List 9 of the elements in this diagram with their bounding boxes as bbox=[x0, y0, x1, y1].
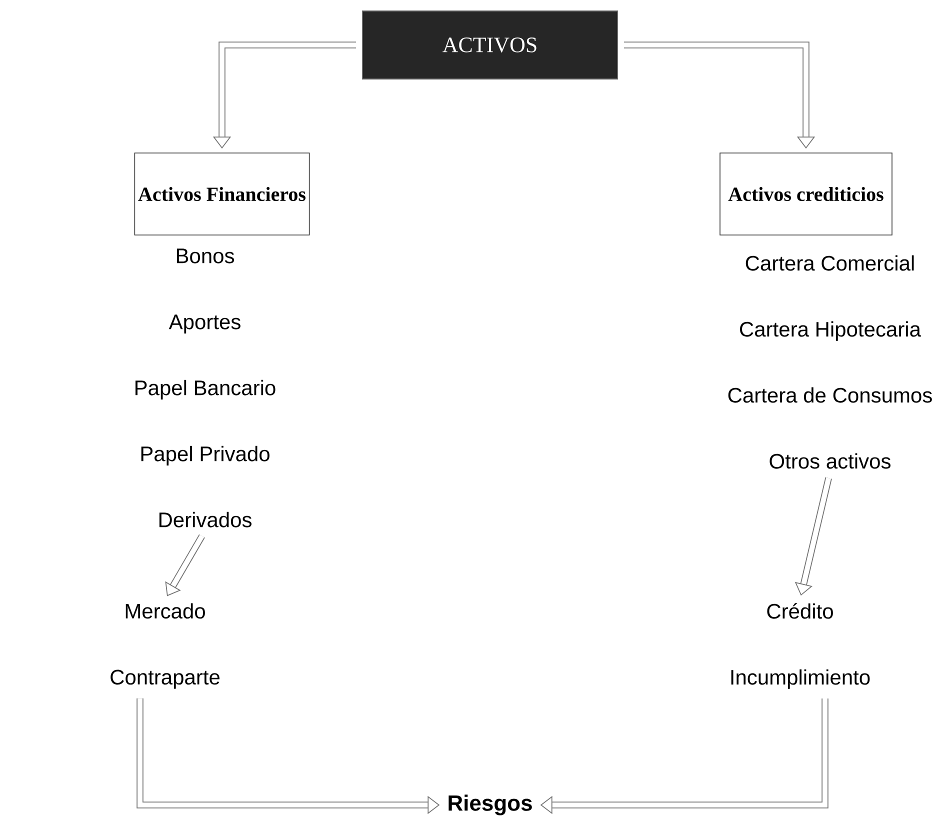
category-box: Activos crediticios bbox=[720, 152, 892, 236]
risk-list: Mercado Contraparte bbox=[110, 603, 220, 689]
title-banner: ACTIVOS bbox=[362, 10, 618, 80]
result-label: Riesgos bbox=[448, 794, 532, 816]
risk-list: Crédito Incumplimiento bbox=[731, 603, 870, 689]
item-list: Cartera Comercial Cartera Hipotecaria Cartera de Consumos Otros activos bbox=[728, 255, 932, 469]
item-list: Bonos Aportes Papel Bancario Papel Privado Derivados bbox=[136, 248, 276, 528]
hollow-arrow bbox=[165, 534, 205, 596]
category-box: Activos Financieros bbox=[134, 152, 310, 236]
